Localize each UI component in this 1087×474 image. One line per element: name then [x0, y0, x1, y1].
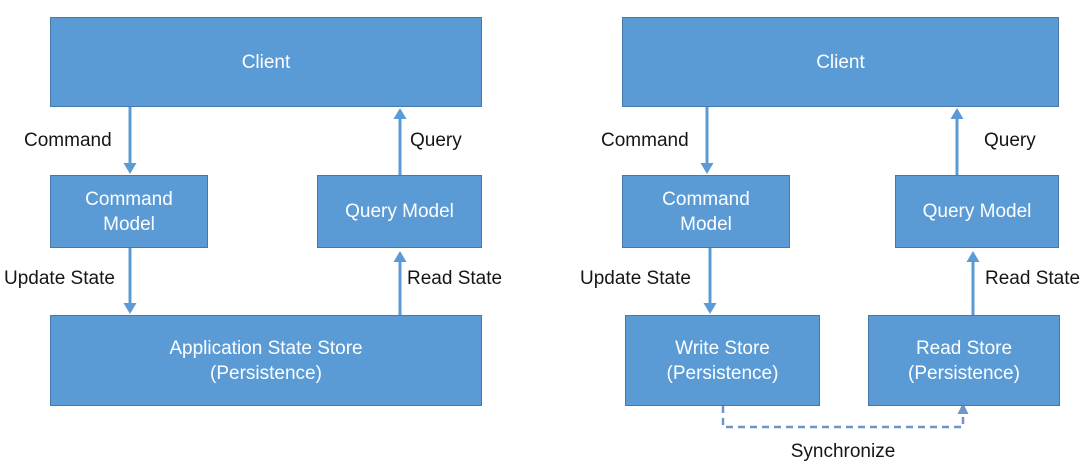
- right-write-store-box: Write Store (Persistence): [625, 315, 820, 406]
- right-query-arrow: [950, 108, 964, 175]
- left-application-state-store-box: Application State Store (Persistence): [50, 315, 482, 406]
- right-read-state-label: Read State: [985, 268, 1081, 289]
- left-query-arrow-label: Query: [410, 130, 462, 151]
- left-read-state-label: Read State: [407, 268, 503, 289]
- right-write-store-line2: (Persistence): [666, 362, 779, 384]
- left-client-box: Client: [50, 17, 482, 107]
- right-command-model-box: Command Model: [622, 175, 790, 248]
- right-query-model-label: Query Model: [922, 201, 1032, 222]
- right-client-label: Client: [816, 51, 865, 73]
- left-store-line2: (Persistence): [210, 362, 322, 384]
- left-command-arrow-label: Command: [24, 130, 112, 151]
- left-client-label: Client: [241, 51, 291, 73]
- right-command-arrow: [700, 107, 714, 174]
- left-command-model-line1: Command: [85, 188, 173, 210]
- right-read-store-box: Read Store (Persistence): [868, 315, 1060, 406]
- right-write-store-line1: Write Store: [675, 337, 770, 359]
- left-command-model-line2: Model: [103, 213, 155, 235]
- right-read-store-line2: (Persistence): [908, 362, 1020, 384]
- left-query-arrow: [393, 108, 407, 175]
- left-store-line1: Application State Store: [169, 337, 363, 359]
- right-command-arrow-label: Command: [601, 130, 689, 151]
- synchronize-dashed-arrow: [721, 403, 969, 429]
- right-query-model-box: Query Model: [895, 175, 1059, 248]
- right-command-model-line1: Command: [662, 188, 750, 210]
- right-update-state-label: Update State: [580, 268, 691, 289]
- left-query-model-box: Query Model: [317, 175, 482, 248]
- left-update-state-label: Update State: [4, 268, 115, 289]
- right-update-state-arrow: [703, 248, 717, 314]
- right-query-arrow-label: Query: [984, 130, 1036, 151]
- right-command-model-line2: Model: [680, 213, 732, 235]
- left-read-state-arrow: [393, 251, 407, 315]
- right-read-store-line1: Read Store: [915, 337, 1013, 359]
- right-client-box: Client: [622, 17, 1059, 107]
- synchronize-label: Synchronize: [790, 441, 896, 462]
- left-query-model-label: Query Model: [345, 201, 454, 222]
- left-command-model-box: Command Model: [50, 175, 208, 248]
- right-read-state-arrow: [966, 251, 980, 315]
- left-update-state-arrow: [123, 248, 137, 314]
- left-command-arrow: [123, 107, 137, 174]
